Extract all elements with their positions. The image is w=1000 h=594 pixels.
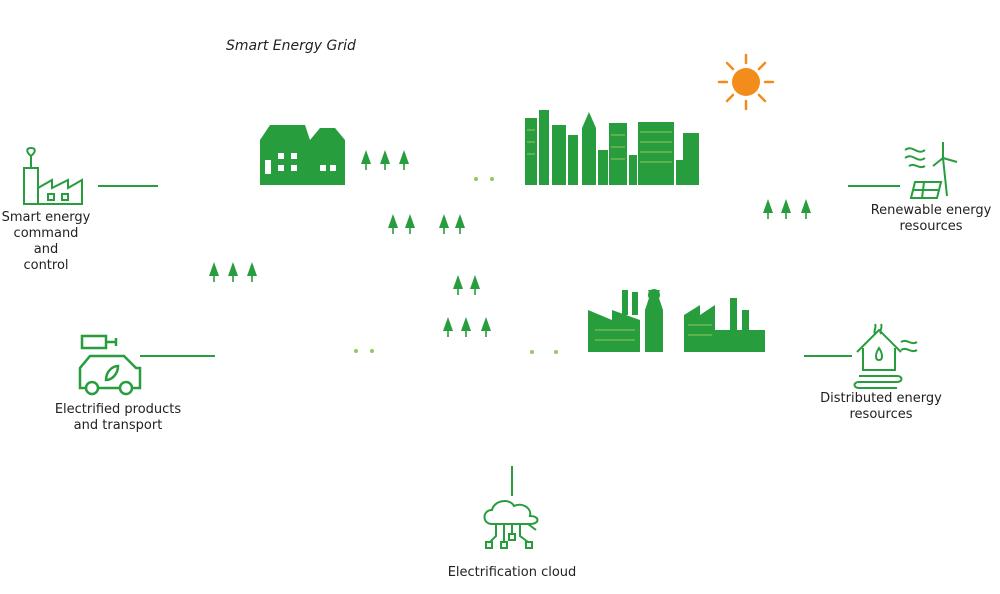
label-distributed-energy: Distributed energy resources (808, 391, 954, 423)
label-line: resources (849, 407, 913, 422)
trees (209, 150, 811, 337)
cloud-network-icon (483, 500, 539, 549)
house-icon (260, 125, 345, 185)
factory-plant-icon (23, 146, 83, 205)
label-line: Distributed energy (820, 391, 942, 406)
label-smart-energy-command: Smart energy command and control (0, 210, 92, 274)
label-line: Renewable energy (870, 203, 992, 218)
delivery-truck-icon (524, 324, 566, 356)
label-line: and transport (73, 418, 163, 433)
label-line: control (23, 258, 69, 273)
label-line: resources (899, 219, 963, 234)
wind-solar-icon (904, 142, 958, 199)
label-electrified-products: Electrified products and transport (38, 402, 198, 434)
factory-complex-icon (588, 289, 765, 352)
label-line: command and (13, 226, 79, 257)
electric-car-icon (78, 334, 142, 396)
home-energy-icon (853, 323, 918, 389)
label-electrification-cloud: Electrification cloud (430, 565, 594, 581)
label-line: Electrification cloud (447, 565, 577, 580)
sun-icon (717, 53, 775, 111)
diagram-title: Smart Energy Grid (226, 38, 356, 54)
label-line: Smart energy (1, 210, 91, 225)
connector-lines (98, 185, 900, 496)
label-line: Electrified products (54, 402, 182, 417)
ev-car-small-icon (348, 321, 380, 355)
ev-car-icon (468, 149, 500, 183)
city-skyline-icon (525, 110, 699, 185)
label-renewable-energy: Renewable energy resources (862, 203, 1000, 235)
